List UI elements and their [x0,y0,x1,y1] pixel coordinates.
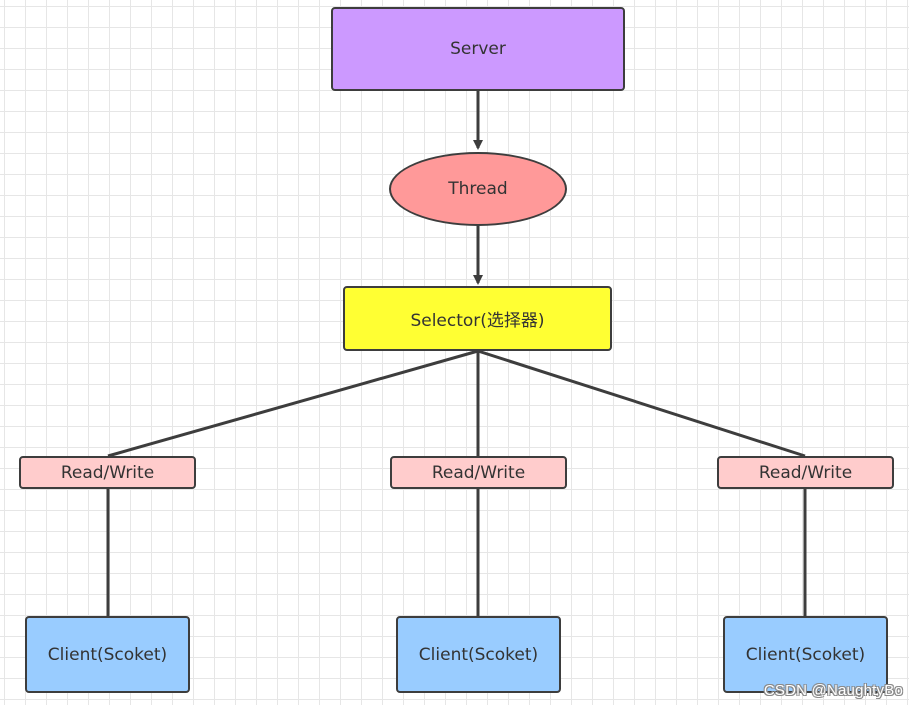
read-write-node-right: Read/Write [717,456,894,489]
selector-rw-connector-right [477,349,806,458]
read-write-node-left: Read/Write [19,456,196,489]
client-label: Client(Scoket) [418,644,539,665]
read-write-label: Read/Write [758,462,853,483]
selector-label: Selector(选择器) [410,311,545,331]
thread-label: Thread [448,179,508,199]
client-node-center: Client(Scoket) [396,616,561,693]
thread-node: Thread [389,152,567,226]
watermark: CSDN @NaughtyBo [763,682,903,699]
read-write-node-center: Read/Write [390,456,567,489]
client-label: Client(Scoket) [47,644,168,665]
server-label: Server [450,39,506,59]
client-node-left: Client(Scoket) [25,616,190,693]
read-write-label: Read/Write [60,462,155,483]
client-node-right: Client(Scoket) [723,616,888,693]
read-write-label: Read/Write [431,462,526,483]
server-node: Server [331,7,625,91]
selector-rw-connector-left [107,349,479,458]
selector-node: Selector(选择器) [343,286,612,351]
client-label: Client(Scoket) [745,644,866,665]
